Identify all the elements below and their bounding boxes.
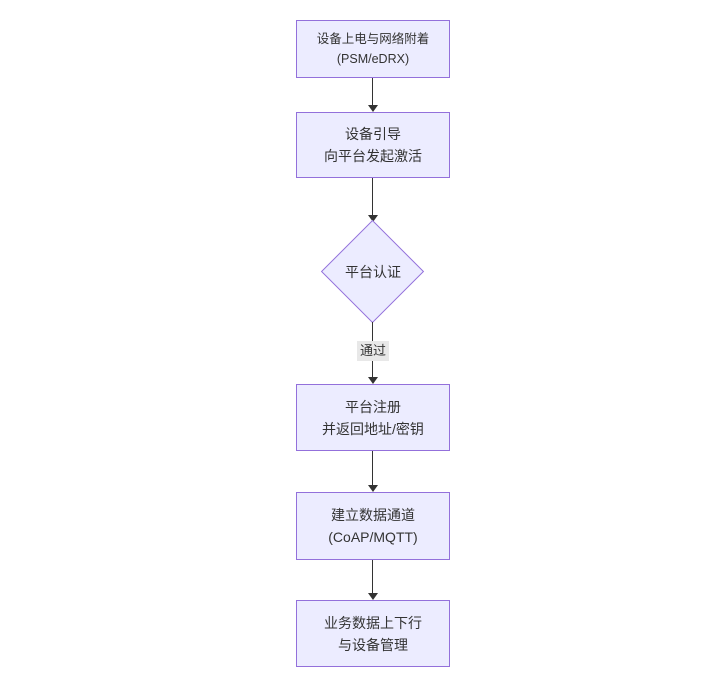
node-power-attach: 设备上电与网络附着 (PSM/eDRX) [296,20,450,78]
node-bootstrap-line1: 设备引导 [345,126,401,142]
node-power-attach-line1: 设备上电与网络附着 [316,32,430,46]
node-data-channel-line2: (CoAP/MQTT) [328,529,418,545]
edge-power-to-bootstrap [372,78,373,105]
arrowhead-icon [368,485,378,492]
node-platform-auth: 平台认证 [321,222,425,322]
node-platform-auth-label: 平台认证 [345,264,401,280]
node-bootstrap-line2: 向平台发起激活 [324,148,422,164]
node-register-line1: 平台注册 [345,398,401,415]
edge-label-pass: 通过 [356,341,390,361]
node-business-line2: 与设备管理 [338,636,408,653]
node-power-attach-line2: (PSM/eDRX) [336,52,410,66]
arrowhead-icon [368,593,378,600]
node-business: 业务数据上下行 与设备管理 [296,600,450,667]
node-business-line1: 业务数据上下行 [324,614,422,631]
node-register-line2: 并返回地址/密钥 [322,420,424,437]
arrowhead-icon [368,377,378,384]
node-bootstrap: 设备引导 向平台发起激活 [296,112,450,178]
node-register: 平台注册 并返回地址/密钥 [296,384,450,451]
edge-bootstrap-to-auth [372,178,373,215]
arrowhead-icon [368,215,378,222]
node-data-channel: 建立数据通道 (CoAP/MQTT) [296,492,450,560]
arrowhead-icon [368,105,378,112]
node-data-channel-line1: 建立数据通道 [331,507,415,523]
edge-register-to-channel [372,451,373,485]
edge-channel-to-business [372,560,373,593]
